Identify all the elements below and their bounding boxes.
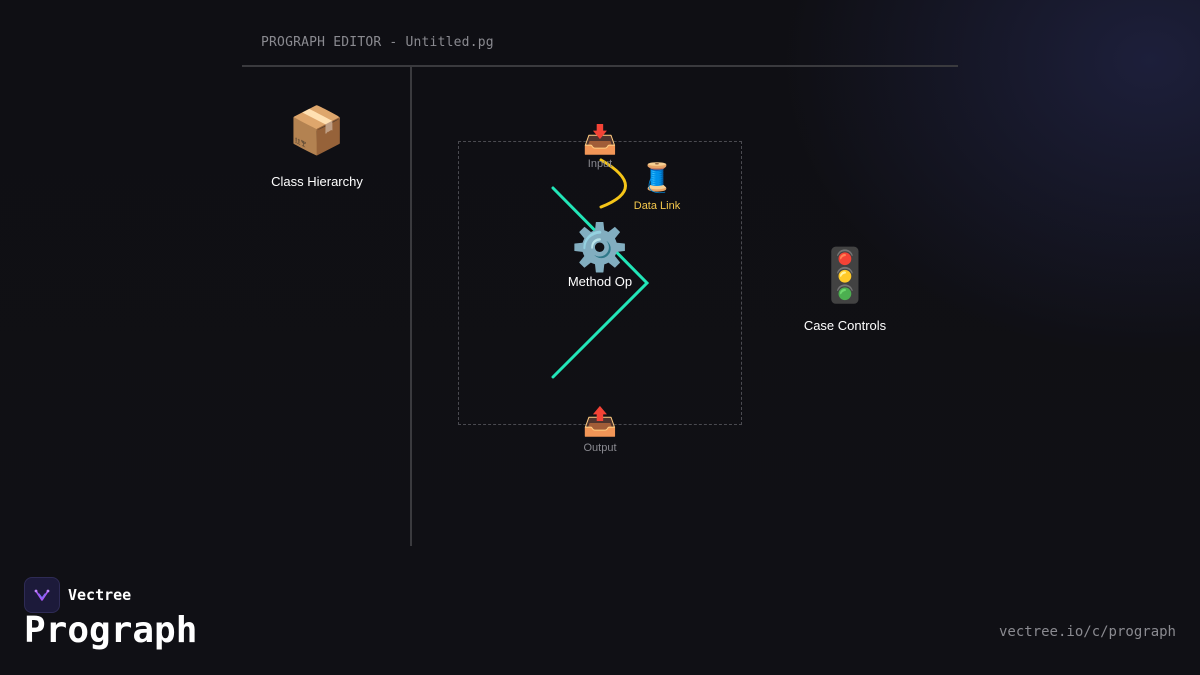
case-frame[interactable] [458, 141, 742, 425]
brand: Vectree [24, 577, 131, 613]
thread-spool-icon: 🧵 [639, 162, 675, 193]
case-controls-label: Case Controls [803, 318, 887, 333]
method-op-node[interactable]: ⚙️ Method Op [550, 220, 650, 289]
product-url[interactable]: vectree.io/c/prograph [998, 624, 1176, 640]
palette-divider [410, 67, 412, 546]
class-hierarchy-label: Class Hierarchy [271, 174, 363, 189]
vectree-logo-icon [24, 577, 60, 613]
palette-class-hierarchy[interactable]: 📦 Class Hierarchy [262, 100, 372, 189]
gear-icon: ⚙️ [571, 221, 629, 273]
case-controls-node[interactable]: 🚦 Case Controls [790, 246, 900, 333]
brand-name: Vectree [68, 586, 132, 604]
product-title: Prograph [24, 610, 198, 651]
package-icon: 📦 [288, 104, 346, 156]
window-title: PROGRAPH EDITOR - Untitled.pg [261, 35, 494, 50]
output-node[interactable]: 📤 Output [570, 404, 630, 454]
method-op-label: Method Op [567, 274, 633, 289]
title-divider [242, 65, 958, 67]
data-link-label: Data Link [633, 200, 681, 212]
data-link-node[interactable]: 🧵 Data Link [620, 160, 694, 214]
inbox-tray-icon: 📥 [582, 124, 618, 155]
input-label: Input [587, 158, 613, 170]
outbox-tray-icon: 📤 [582, 406, 618, 437]
traffic-light-icon: 🚦 [812, 247, 878, 305]
output-label: Output [583, 442, 617, 454]
